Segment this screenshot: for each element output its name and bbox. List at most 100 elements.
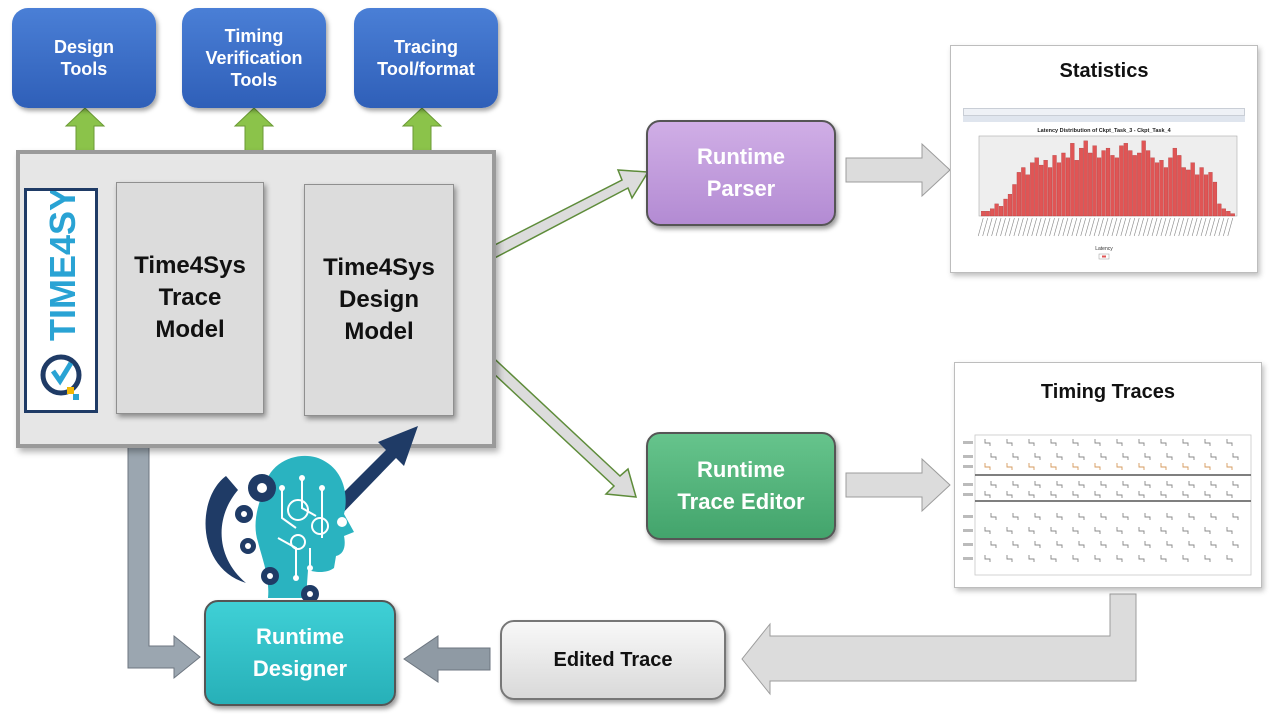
- trace-event-mark: [1094, 463, 1101, 470]
- latency-bar: [1021, 167, 1026, 217]
- trace-event-mark: [1056, 481, 1063, 488]
- trace-event-mark: [1050, 439, 1057, 446]
- latency-bar: [1199, 167, 1204, 217]
- trace-event-mark: [1226, 527, 1233, 534]
- latency-x-tick: [1058, 217, 1064, 237]
- time4sys-trace-model[interactable]: Time4Sys Trace Model: [116, 182, 264, 414]
- latency-x-tick: [1200, 217, 1207, 237]
- latency-x-tick: [1071, 217, 1078, 237]
- time4sys-logo-text: TIME4SYS: [42, 191, 83, 341]
- trace-marks: [963, 439, 1239, 562]
- latency-x-tick: [1191, 217, 1198, 237]
- timing-verification-tools-box[interactable]: Timing Verification Tools: [182, 8, 326, 108]
- trace-event-mark: [1100, 513, 1107, 520]
- arrow-traces-to-edited: [741, 593, 1137, 696]
- trace-event-mark: [1034, 481, 1041, 488]
- latency-bar: [1025, 174, 1030, 217]
- latency-chart-title: Latency Distribution of Ckpt_Task_3 - Ck…: [1037, 128, 1171, 134]
- latency-x-tick: [1022, 217, 1029, 237]
- latency-x-tick: [1004, 217, 1011, 237]
- arrow-edited-to-designer: [403, 635, 491, 683]
- latency-bar: [1159, 160, 1164, 217]
- trace-event-mark: [1072, 491, 1079, 498]
- latency-bar: [1043, 160, 1048, 217]
- latency-bar: [1128, 150, 1133, 217]
- latency-x-tick: [1093, 217, 1100, 237]
- trace-event-mark: [1232, 453, 1239, 460]
- runtime-designer-box[interactable]: Runtime Designer: [204, 600, 396, 706]
- trace-event-mark: [1094, 555, 1101, 562]
- head-silhouette: [255, 455, 354, 598]
- trace-row-label: [963, 529, 973, 532]
- latency-bars: [981, 140, 1235, 217]
- trace-event-mark: [1144, 513, 1151, 520]
- design-tools-box[interactable]: Design Tools: [12, 8, 156, 108]
- trace-event-mark: [1182, 555, 1189, 562]
- trace-event-mark: [1210, 541, 1217, 548]
- trace-event-mark: [1182, 463, 1189, 470]
- trace-event-mark: [1100, 453, 1107, 460]
- latency-x-tick: [1218, 217, 1225, 237]
- latency-bar: [1034, 157, 1039, 217]
- latency-bar: [1047, 167, 1053, 217]
- latency-x-tick: [986, 217, 993, 237]
- trace-event-mark: [1160, 491, 1167, 498]
- trace-event-mark: [1050, 463, 1057, 470]
- latency-x-tick: [1044, 217, 1051, 237]
- latency-x-tick: [1187, 217, 1193, 237]
- ai-head-gears-graphic: [205, 426, 418, 603]
- trace-event-mark: [1072, 439, 1079, 446]
- design-model-label: Time4Sys Design Model: [323, 254, 435, 345]
- latency-bar: [1065, 157, 1070, 217]
- swoosh-shape: [205, 476, 246, 583]
- latency-bar: [1186, 169, 1191, 217]
- latency-x-tick: [1062, 217, 1069, 237]
- runtime-trace-editor-box[interactable]: Runtime Trace Editor: [646, 432, 836, 540]
- trace-row-label: [963, 557, 973, 560]
- latency-x-tick: [1156, 217, 1162, 237]
- arrow-editor-to-traces: [845, 457, 951, 513]
- latency-x-tick: [1111, 217, 1118, 237]
- trace-event-mark: [1028, 527, 1035, 534]
- trace-event-mark: [1078, 513, 1085, 520]
- design-tools-label: Design Tools: [53, 37, 114, 79]
- latency-x-tick: [1000, 217, 1006, 237]
- gear-icon: [235, 474, 319, 603]
- runtime-parser-box[interactable]: Runtime Parser: [646, 120, 836, 226]
- trace-event-mark: [1166, 481, 1173, 488]
- trace-event-mark: [1072, 463, 1079, 470]
- latency-bar: [1221, 208, 1226, 217]
- trace-event-mark: [1034, 453, 1041, 460]
- trace-event-mark: [1116, 555, 1123, 562]
- latency-bar: [1123, 143, 1128, 217]
- trace-event-mark: [1204, 555, 1211, 562]
- latency-x-tick: [1080, 217, 1087, 237]
- trace-event-mark: [990, 481, 997, 488]
- head-node: [337, 517, 347, 527]
- latency-x-tick: [1174, 217, 1180, 237]
- trace-event-mark: [1210, 481, 1217, 488]
- trace-event-mark: [1166, 513, 1173, 520]
- latency-xlabel: Latency: [1095, 246, 1113, 252]
- trace-event-mark: [1122, 541, 1129, 548]
- latency-x-tick: [1205, 217, 1211, 237]
- trace-event-mark: [1138, 463, 1145, 470]
- gear-outline-icon: [287, 499, 329, 550]
- latency-x-tick: [1223, 217, 1229, 237]
- latency-x-tick: [991, 217, 997, 237]
- edited-trace-box[interactable]: Edited Trace: [500, 620, 726, 700]
- latency-x-tick: [1209, 217, 1216, 237]
- time4sys-design-model[interactable]: Time4Sys Design Model: [304, 184, 454, 416]
- latency-x-tick: [1129, 217, 1136, 237]
- timing-traces-chart: [963, 434, 1252, 576]
- trace-event-mark: [1094, 527, 1101, 534]
- latency-bar: [1168, 157, 1173, 217]
- latency-bar: [1190, 162, 1195, 217]
- statistics-window-toolbar: [963, 116, 1245, 122]
- latency-x-tick: [1018, 217, 1024, 237]
- trace-event-mark: [1028, 439, 1035, 446]
- tracing-tool-format-box[interactable]: Tracing Tool/format: [354, 8, 498, 108]
- latency-bar: [1105, 147, 1111, 217]
- latency-x-tick: [1009, 217, 1015, 237]
- trace-event-mark: [1094, 491, 1101, 498]
